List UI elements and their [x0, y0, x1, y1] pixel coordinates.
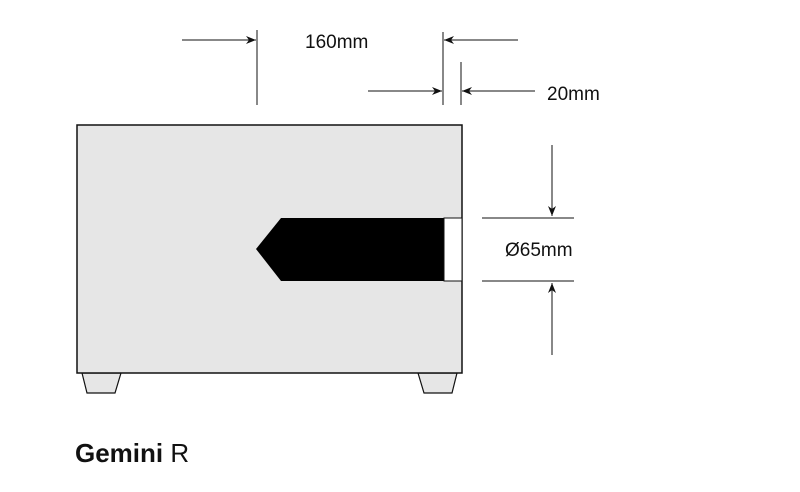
port-opening	[443, 217, 463, 282]
depth-label: 160mm	[305, 32, 368, 53]
right-foot	[417, 372, 458, 394]
protrusion-label: 20mm	[547, 84, 600, 105]
bass-port	[256, 218, 444, 281]
product-variant: R	[170, 438, 190, 468]
product-name: Gemini	[75, 438, 164, 468]
diameter-label: Ø65mm	[505, 240, 573, 261]
left-foot	[81, 372, 122, 394]
product-title: Gemini R	[75, 438, 189, 469]
